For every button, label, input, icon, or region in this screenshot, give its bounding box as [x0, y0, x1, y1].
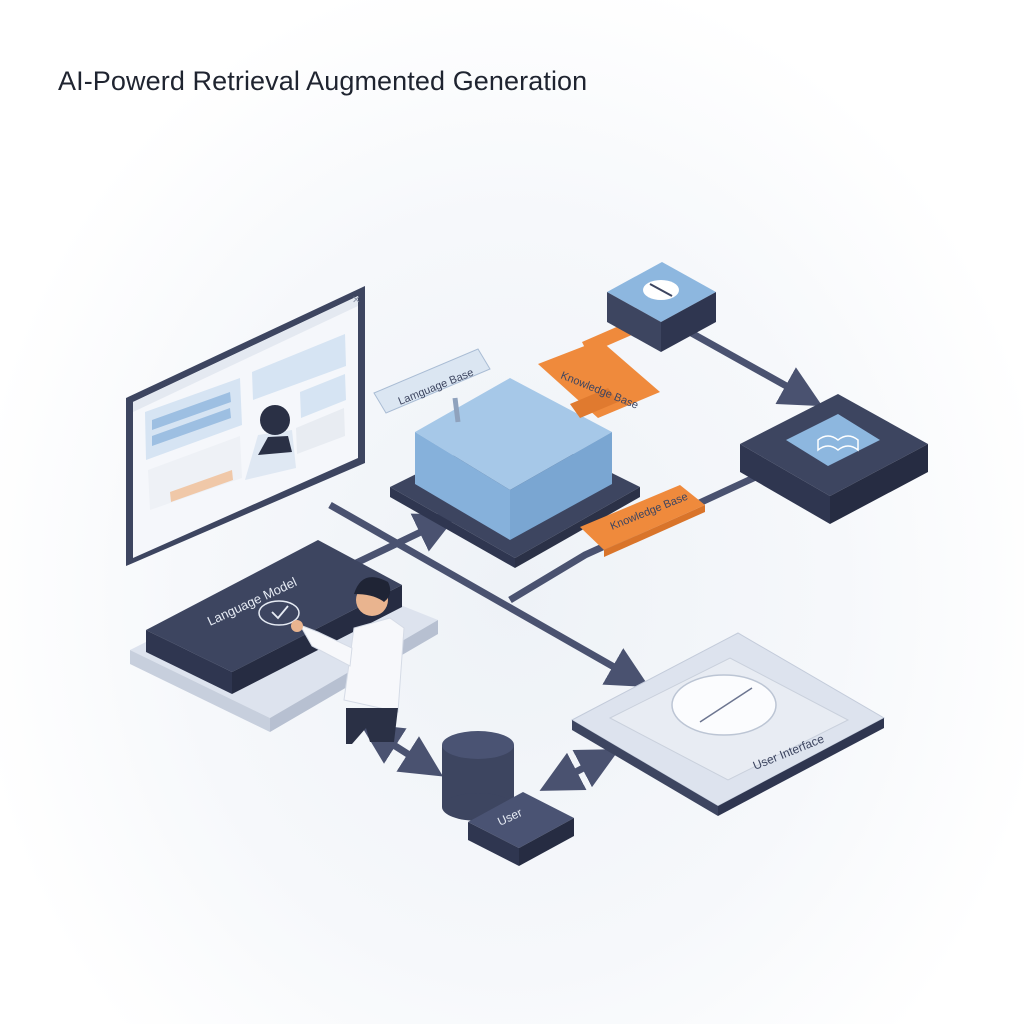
monitor-chat-icon — [145, 334, 346, 510]
person-icon — [245, 405, 296, 480]
page-title: AI-Powerd Retrieval Augmented Generation — [58, 66, 588, 96]
check-icon — [258, 600, 300, 626]
server-box — [740, 394, 928, 524]
central-cube — [390, 378, 640, 568]
arrow-diagonal-to-platform — [328, 501, 650, 688]
monitor: ✕ — [126, 286, 365, 566]
ui-platform: User Interface — [570, 632, 886, 816]
person — [291, 577, 405, 744]
book-icon — [817, 435, 859, 452]
orange-callout-upper: Knowledge Base — [538, 322, 660, 418]
cloud-box — [607, 262, 716, 352]
cloud-icon — [643, 280, 679, 300]
user-box: User — [468, 792, 574, 866]
database — [442, 731, 514, 821]
arrow-cloud-to-server — [684, 326, 823, 407]
arrow-db-to-platform — [539, 749, 620, 791]
window-close-glyph: ✕ — [352, 295, 360, 306]
